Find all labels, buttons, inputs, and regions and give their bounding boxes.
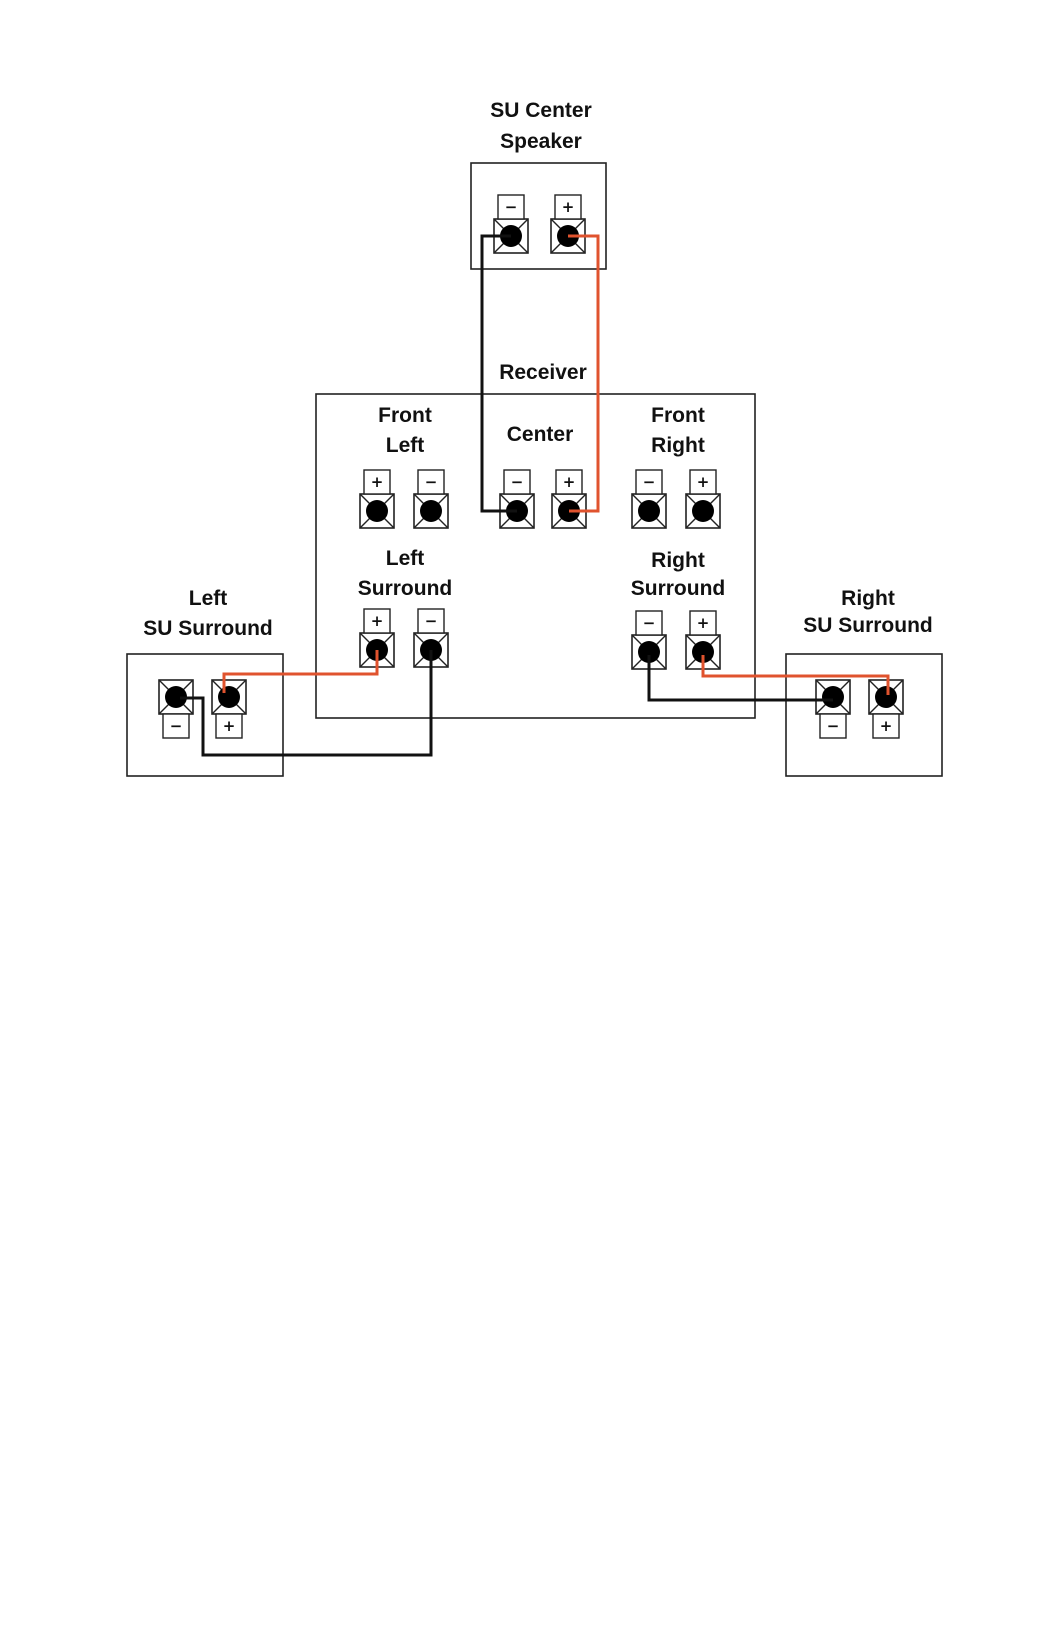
center-speaker-label-line1: SU Center [490,99,592,122]
front-right-negative-terminal-knob [638,500,660,522]
left-su-surround-label-line2: SU Surround [143,617,273,640]
right-su-surround-box [786,654,942,776]
front-right-negative-terminal: − [632,470,666,528]
front-right-negative-terminal-sign: − [643,473,656,491]
left-surround-negative-terminal-sign: − [425,612,438,630]
right-su-surround-label-line2: SU Surround [803,614,933,637]
front-left-label-line1: Front [378,404,432,427]
left-su-surround-positive-terminal-knob [218,686,240,708]
right-su-surround-negative-terminal-sign: − [827,717,840,735]
front-right-positive-terminal-sign: + [697,473,710,491]
center-speaker-positive-terminal: + [551,195,585,253]
receiver-label: Receiver [499,361,587,384]
right-su-surround-negative-terminal-knob [822,686,844,708]
center-speaker-negative-terminal-sign: − [505,198,518,216]
front-left-positive-terminal-knob [366,500,388,522]
right-surround-negative-terminal-sign: − [643,614,656,632]
center-negative-terminal-sign: − [511,473,524,491]
right-surround-positive-terminal-sign: + [697,614,710,632]
front-right-positive-terminal-knob [692,500,714,522]
right-surround-label-line1: Right [651,549,705,572]
left-surround-label-line2: Surround [358,577,453,600]
right-su-surround-positive-terminal-knob [875,686,897,708]
center-speaker-label-line2: Speaker [500,130,582,153]
left-su-surround-box [127,654,283,776]
terminals: − + + − − + − + + − − + − + − + [159,195,903,738]
center-positive-terminal: + [552,470,586,528]
front-right-positive-terminal: + [686,470,720,528]
front-right-label-line1: Front [651,404,705,427]
left-su-surround-positive-terminal: + [212,680,246,738]
left-su-surround-positive-terminal-sign: + [223,717,236,735]
right-su-surround-negative-terminal: − [816,680,850,738]
right-su-surround-label-line1: Right [841,587,895,610]
left-su-surround-negative-terminal: − [159,680,193,738]
front-right-label-line2: Right [651,434,705,457]
left-su-surround-label-line1: Left [189,587,228,610]
center-positive-terminal-sign: + [563,473,576,491]
center-negative-terminal: − [500,470,534,528]
right-surround-positive-wire [703,655,888,695]
center-channel-label: Center [507,423,574,446]
front-left-positive-terminal: + [360,470,394,528]
right-surround-label-line2: Surround [631,577,726,600]
front-left-negative-terminal: − [414,470,448,528]
left-surround-positive-terminal-sign: + [371,612,384,630]
right-su-surround-positive-terminal: + [869,680,903,738]
front-left-negative-terminal-sign: − [425,473,438,491]
left-surround-label-line1: Left [386,547,425,570]
center-speaker-positive-terminal-sign: + [562,198,575,216]
front-left-negative-terminal-knob [420,500,442,522]
right-su-surround-positive-terminal-sign: + [880,717,893,735]
center-speaker-negative-terminal: − [494,195,528,253]
front-left-label-line2: Left [386,434,425,457]
left-su-surround-negative-terminal-sign: − [170,717,183,735]
left-surround-positive-wire [224,650,377,693]
front-left-positive-terminal-sign: + [371,473,384,491]
